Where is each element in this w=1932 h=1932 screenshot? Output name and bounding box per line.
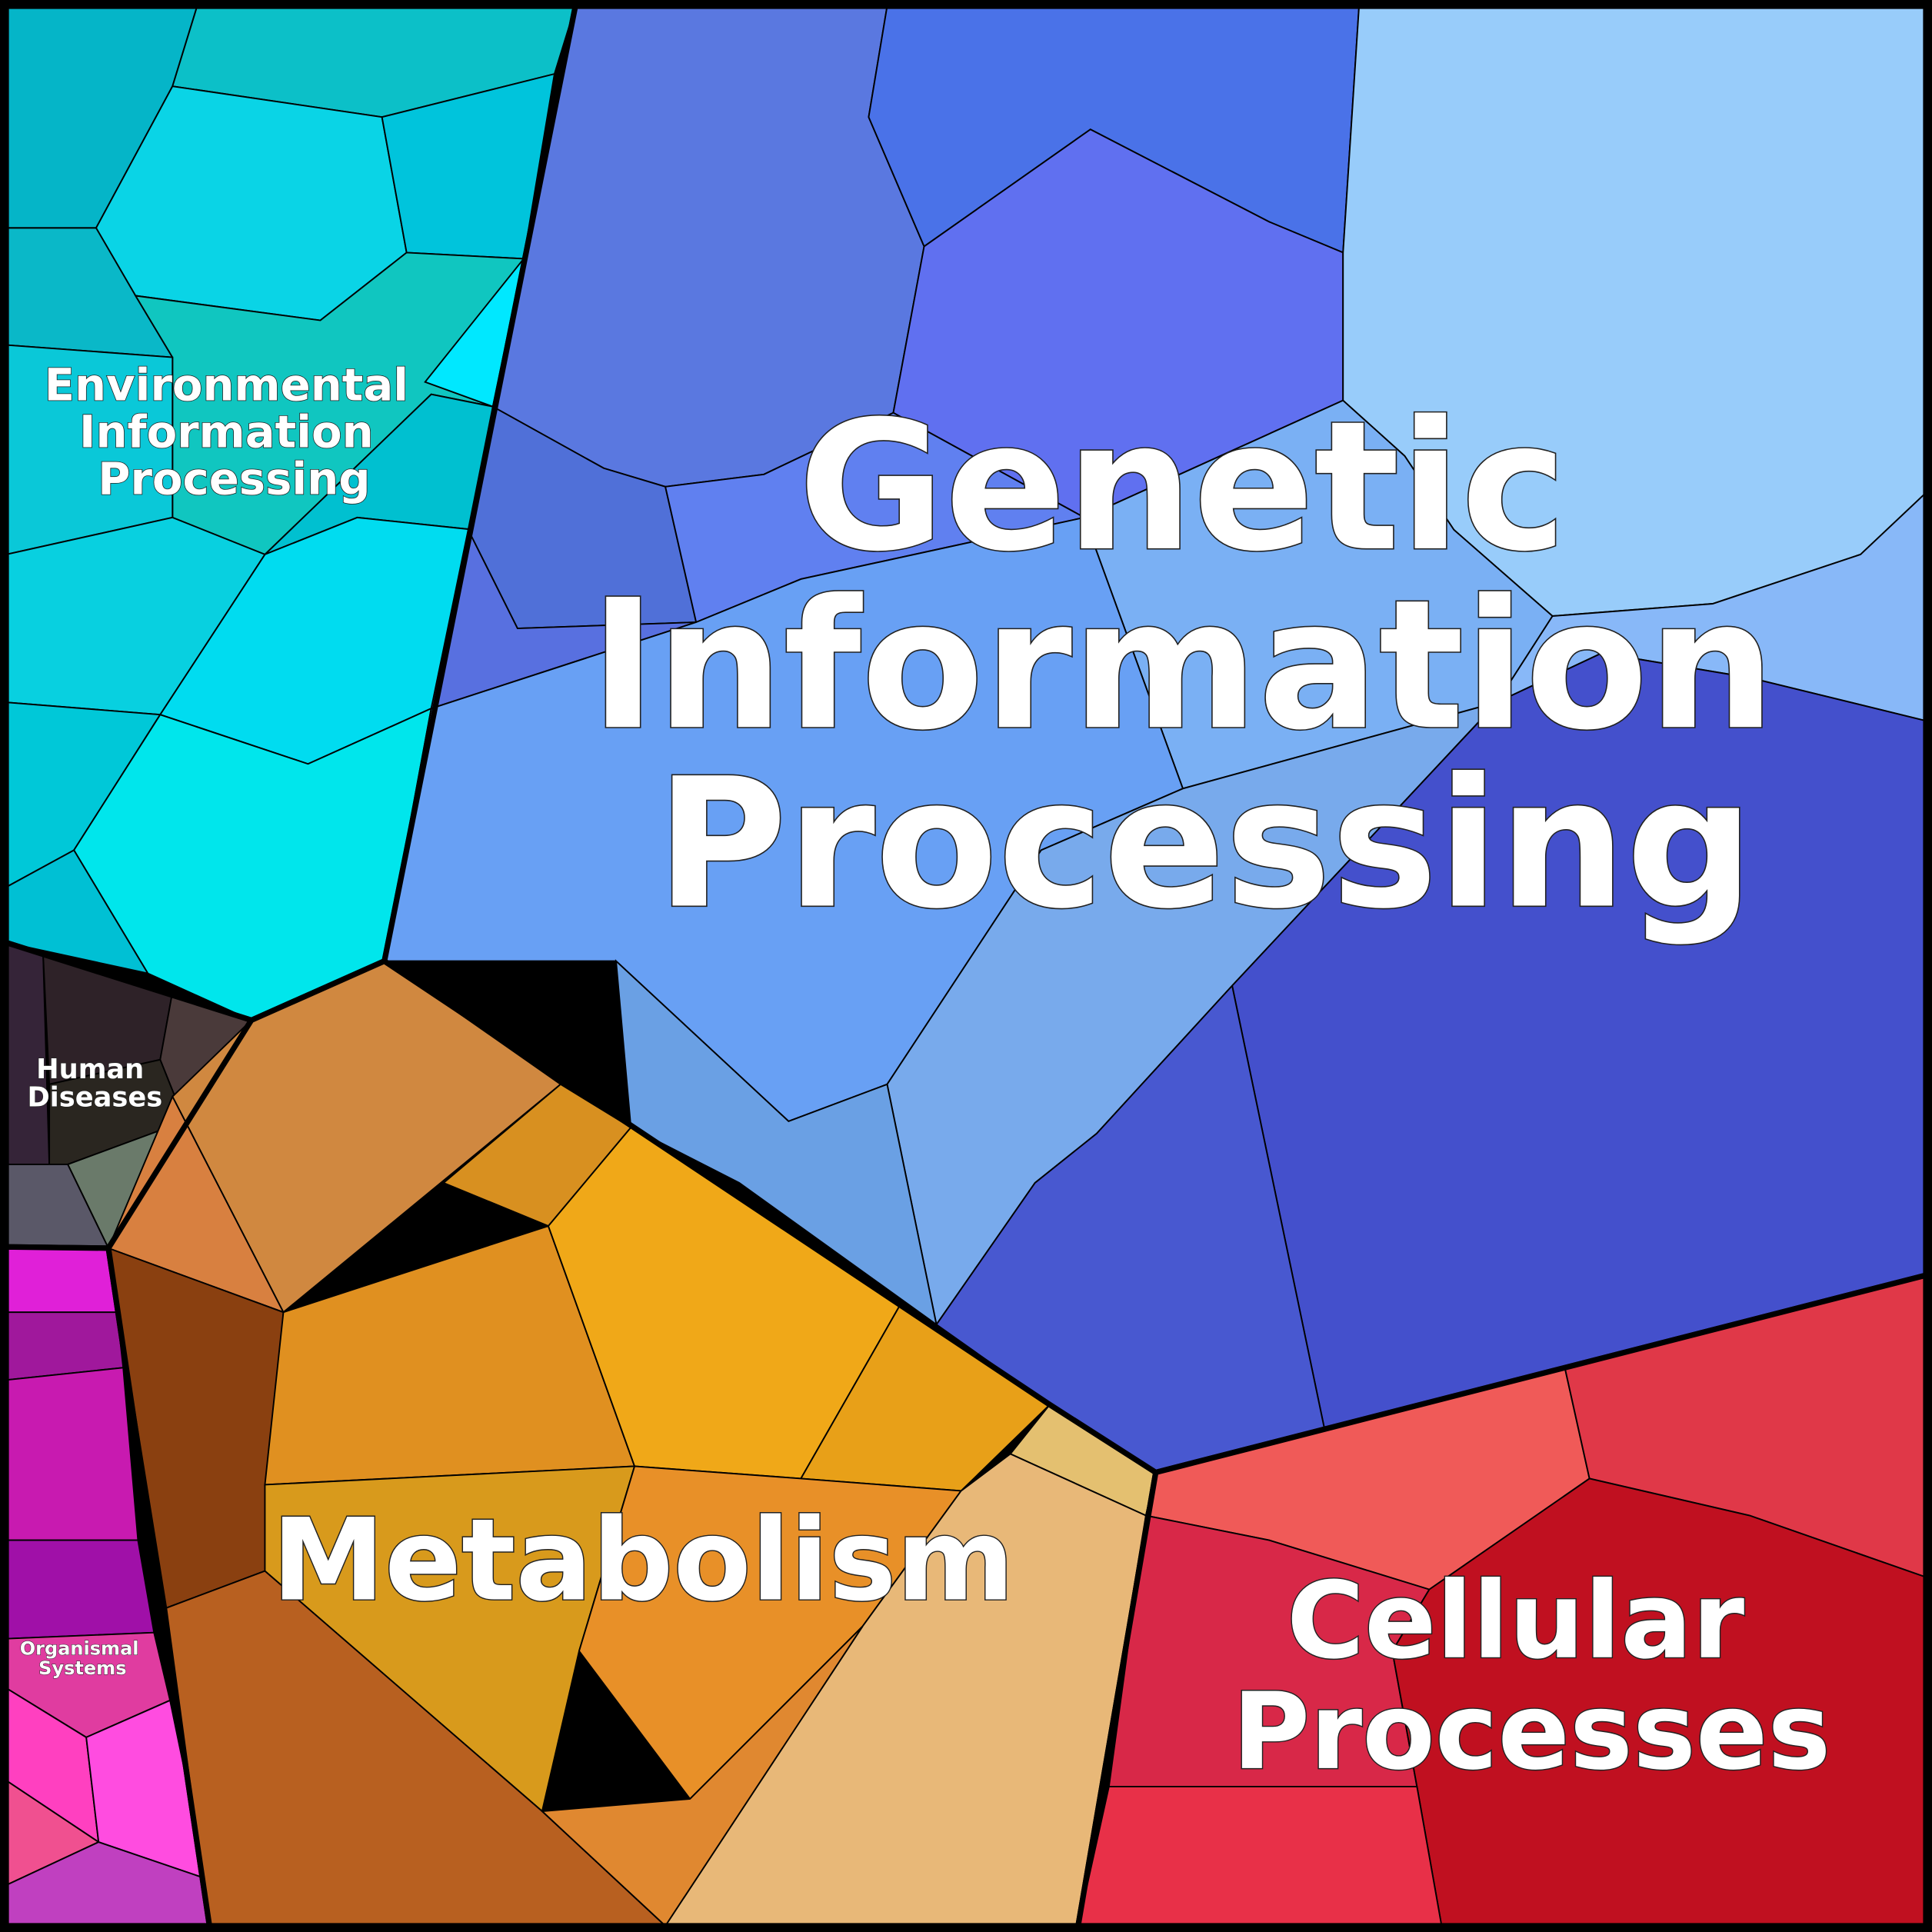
label-metabolism: Metabolism [271,1494,1014,1626]
label-genetic: Genetic Information Processing [590,382,1837,948]
label-environmental: Environmental Information Processing [45,359,424,505]
label-human-diseases: Human Diseases [27,1054,162,1114]
label-organismal-systems: Organismal Systems [20,1638,145,1680]
label-cellular-processes: Cellular Processes [1232,1560,1830,1794]
region-metabolism[interactable] [105,958,1159,1929]
region-cellular-processes[interactable] [1075,1272,1929,1929]
region-genetic-information-processing[interactable] [381,3,1929,1476]
